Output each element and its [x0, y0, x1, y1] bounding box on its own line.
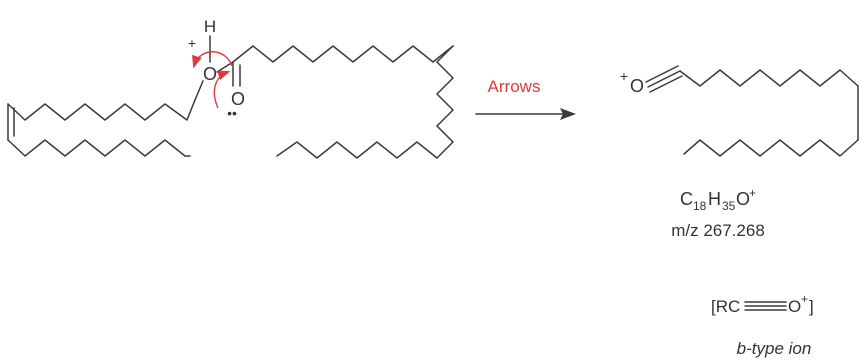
oxygen-carbon-bond	[194, 80, 204, 101]
acylium-charge: +	[620, 68, 628, 84]
reaction-arrow-head	[560, 108, 576, 120]
ion-formula-charge: +	[801, 292, 808, 306]
proton-transfer-arrow	[192, 51, 233, 69]
ion-formula-open: [RC	[711, 297, 740, 316]
formula-carbon-count: 18	[693, 199, 707, 213]
acylium-oxygen-label: O	[630, 76, 644, 96]
lone-pair: ••	[227, 105, 237, 121]
stearoyl-chain-descent	[436, 45, 454, 159]
acylium-triple-bond	[645, 65, 683, 93]
lone-pair-arrow	[213, 70, 231, 109]
oleyl-chain	[7, 99, 196, 157]
formula-carbon: C	[680, 189, 693, 209]
stearoyl-upper-chain	[232, 45, 454, 63]
protonated-oxygen-label: O	[203, 64, 217, 84]
stearoyl-lower-chain	[276, 141, 438, 159]
oleyl-upper-chain	[7, 99, 196, 121]
ion-triple-bond	[744, 301, 787, 311]
acylium-lower-chain	[683, 139, 859, 157]
formula-hydrogen: H	[708, 189, 721, 209]
oxygen-charge: +	[188, 35, 196, 51]
proton-label: H	[204, 17, 216, 36]
mass-to-charge: m/z 267.268	[671, 221, 765, 240]
ion-type-label: b-type ion	[737, 339, 812, 358]
reaction-arrow-label: Arrows	[488, 77, 541, 96]
carbonyl-oxygen-label: O	[231, 89, 245, 109]
product-formula: C 18 H 35 O +	[680, 186, 756, 213]
formula-oxygen: O	[736, 189, 750, 209]
ion-general-formula: [RC O + ]	[711, 292, 814, 316]
formula-hydrogen-count: 35	[722, 199, 736, 213]
oleyl-lower-chain	[7, 139, 186, 157]
acylium-upper-chain	[679, 69, 859, 87]
ion-formula-oxygen: O	[788, 297, 801, 316]
formula-charge: +	[749, 186, 756, 200]
ion-formula-close: ]	[809, 297, 814, 316]
